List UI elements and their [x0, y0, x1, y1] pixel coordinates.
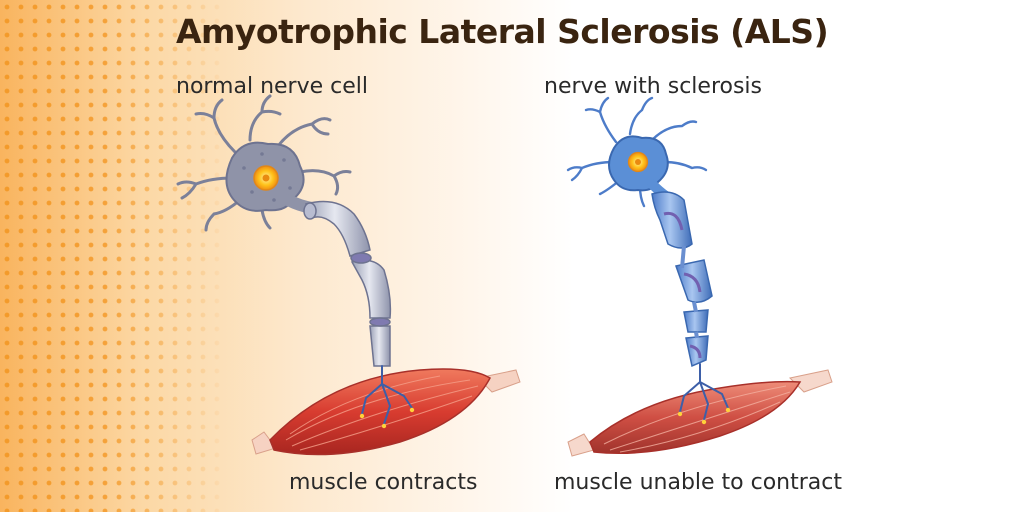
label-normal-nerve-cell: normal nerve cell [176, 74, 369, 99]
normal-soma-texture [242, 152, 292, 202]
sclerosis-muscle [567, 363, 833, 457]
sclerosis-muscle-fibers [603, 385, 791, 453]
normal-muscle-belly [269, 368, 491, 456]
sclerosis-muscle-tendon-right [788, 369, 833, 393]
sclerosis-damaged-myelin [651, 191, 713, 368]
label-nerve-with-sclerosis: nerve with sclerosis [544, 74, 763, 99]
normal-myelin-sheath [303, 200, 392, 367]
sclerosis-nucleolus [635, 159, 641, 165]
normal-muscle [251, 365, 521, 456]
sclerosis-muscle-belly [589, 380, 802, 454]
sclerosis-muscle-tendon-left [567, 433, 595, 457]
normal-muscle-fibers [285, 375, 479, 451]
label-muscle-contracts: muscle contracts [289, 470, 478, 495]
label-muscle-unable-to-contract: muscle unable to contract [554, 470, 842, 495]
sclerosis-neuron [566, 96, 713, 368]
normal-muscle-tendon-right [476, 369, 521, 393]
normal-nerve-endings [361, 365, 413, 425]
dot-pattern-decoration [0, 0, 230, 512]
normal-synapse-dots [359, 407, 415, 429]
normal-neuron [176, 94, 392, 367]
sclerosis-nerve-endings [679, 363, 729, 421]
normal-nucleolus [262, 174, 270, 182]
sclerosis-synapse-dots [677, 407, 731, 425]
diagram-title: Amyotrophic Lateral Sclerosis (ALS) [176, 12, 829, 51]
